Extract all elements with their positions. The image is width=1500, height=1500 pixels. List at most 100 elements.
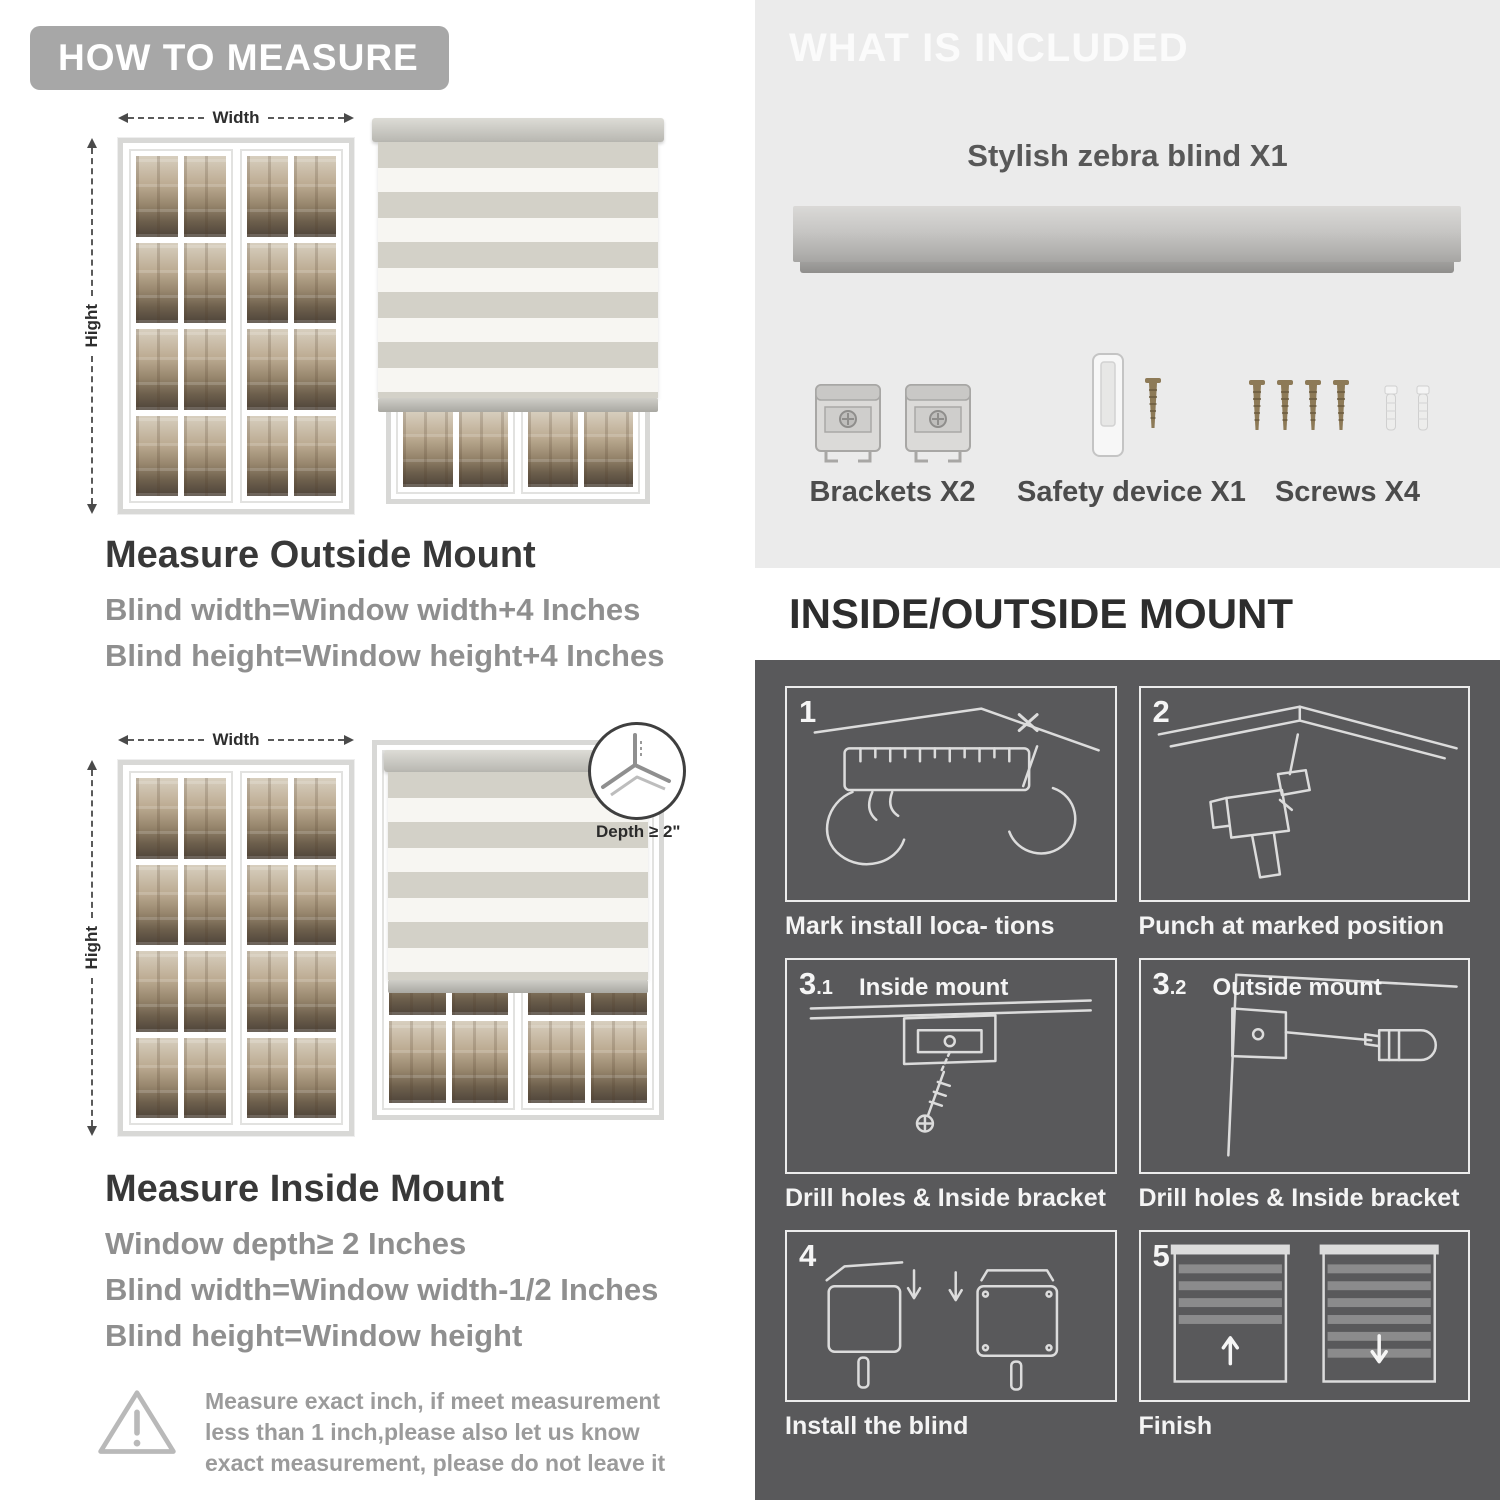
warning-triangle-icon <box>98 1390 176 1454</box>
arrowhead-left-icon <box>118 735 128 745</box>
window-pane <box>294 242 336 323</box>
step-number: 2 <box>1152 694 1170 729</box>
blind-cassette <box>372 118 664 142</box>
window-sash <box>239 149 343 503</box>
screws-icon <box>1248 379 1430 431</box>
mount-step-1: 1 <box>785 686 1117 944</box>
included-item-screws: Screws X4 <box>1235 346 1460 509</box>
arrowhead-down-icon <box>87 504 97 514</box>
dashed-line <box>91 770 93 919</box>
width-arrow: Width <box>118 106 354 130</box>
mount-step-4: 4 <box>785 1230 1117 1444</box>
window-pane <box>294 415 336 496</box>
window-sash <box>129 771 233 1125</box>
blind-bottom-rail <box>378 398 658 412</box>
step-caption: Drill holes & Inside bracket <box>785 1184 1106 1212</box>
step-panel: 1 <box>785 686 1117 902</box>
warning-text: Measure exact inch, if meet measurement … <box>205 1388 666 1477</box>
blind-bottom-rail <box>388 980 648 993</box>
arrowhead-down-icon <box>87 1126 97 1136</box>
window-pane <box>246 778 289 859</box>
step-title: Outside mount <box>1212 974 1382 1001</box>
window-pane <box>528 1021 585 1103</box>
depth-detail-circle <box>588 722 686 820</box>
window-pane <box>294 951 336 1032</box>
window-pane <box>183 864 226 945</box>
bracket-icon <box>814 384 881 463</box>
step-panel: 2 <box>1138 686 1470 902</box>
dashed-line <box>267 117 344 119</box>
window-pane <box>294 329 336 410</box>
step-caption: Install the blind <box>785 1412 969 1440</box>
window-pane <box>246 329 289 410</box>
window-pane <box>136 951 178 1032</box>
window-pane <box>183 242 226 323</box>
window-pane <box>451 1021 508 1103</box>
arrowhead-up-icon <box>87 760 97 770</box>
inside-bracket-illustration <box>787 960 1115 1172</box>
dashed-line <box>91 977 93 1126</box>
window-pane <box>136 242 178 323</box>
window-pane <box>389 1021 446 1103</box>
brackets-icons <box>785 346 1000 466</box>
window-pane <box>294 156 336 237</box>
arrowhead-left-icon <box>118 113 128 123</box>
step-number: 3.2 <box>1152 966 1187 1001</box>
safety-device-icons <box>1017 346 1237 466</box>
arrowhead-up-icon <box>87 138 97 148</box>
mount-steps-section: 1 <box>755 660 1500 1500</box>
mount-step-2: 2 <box>1138 686 1470 944</box>
dashed-line <box>128 117 205 119</box>
outside-mount-line1: Blind width=Window width+4 Inches <box>105 592 641 627</box>
window-pane <box>136 1037 178 1118</box>
step-number: 3.1 <box>799 966 833 1001</box>
step-caption: Finish <box>1138 1412 1213 1440</box>
window-pane <box>183 1037 226 1118</box>
window-pane <box>294 864 336 945</box>
mount-step-3-1: 3.1 Inside mount <box>785 958 1117 1216</box>
window-pane <box>590 1021 647 1103</box>
step-caption: Mark install loca- tions <box>785 912 1055 940</box>
step-panel: 4 <box>785 1230 1117 1402</box>
inside-outside-mount-heading: INSIDE/OUTSIDE MOUNT <box>755 568 1500 660</box>
finish-illustration <box>1170 1244 1439 1400</box>
window-pane <box>294 1037 336 1118</box>
window-pane <box>246 951 289 1032</box>
width-label: Width <box>212 730 260 749</box>
window-pane <box>246 864 289 945</box>
blind-cassette <box>384 750 652 772</box>
window-corner-detail-icon <box>601 733 671 797</box>
step-number: 5 <box>1152 1238 1170 1273</box>
window-sash <box>239 771 343 1125</box>
step-number: 4 <box>799 1238 817 1273</box>
window-pane <box>136 329 178 410</box>
safety-device-icon <box>1092 353 1162 457</box>
window-pane <box>136 156 178 237</box>
mount-step-3-2: 3.2 Outside mount <box>1138 958 1470 1216</box>
inside-mount-heading: Measure Inside Mount <box>105 1168 505 1210</box>
outside-mount-heading: Measure Outside Mount <box>105 534 536 576</box>
window-illustration <box>118 760 354 1136</box>
drill-illustration <box>1141 688 1469 900</box>
screws-label: Screws X4 <box>1274 476 1421 508</box>
inside-mount-line2: Blind width=Window width-1/2 Inches <box>105 1272 659 1307</box>
dashed-line <box>91 148 93 297</box>
right-column: WHAT IS INCLUDED Stylish zebra blind X1 <box>755 0 1500 1500</box>
blind-label: Stylish zebra blind X1 <box>967 138 1288 173</box>
dashed-line <box>267 739 344 741</box>
height-label: Hight <box>82 926 101 970</box>
outside-mount-line2: Blind height=Window height+4 Inches <box>105 638 665 673</box>
how-to-measure-badge: HOW TO MEASURE <box>30 26 449 90</box>
window-pane <box>246 1037 289 1118</box>
width-arrow: Width <box>118 728 354 752</box>
what-is-included-section: WHAT IS INCLUDED Stylish zebra blind X1 <box>755 0 1500 568</box>
window-pane <box>246 156 289 237</box>
inside-mount-line1: Window depth≥ 2 Inches <box>105 1226 467 1261</box>
what-is-included-title: WHAT IS INCLUDED <box>789 26 1189 70</box>
outside-bracket-illustration <box>1141 960 1469 1172</box>
window-pane <box>246 415 289 496</box>
window-pane <box>528 411 578 487</box>
dashed-line <box>128 739 205 741</box>
window-pane <box>246 242 289 323</box>
